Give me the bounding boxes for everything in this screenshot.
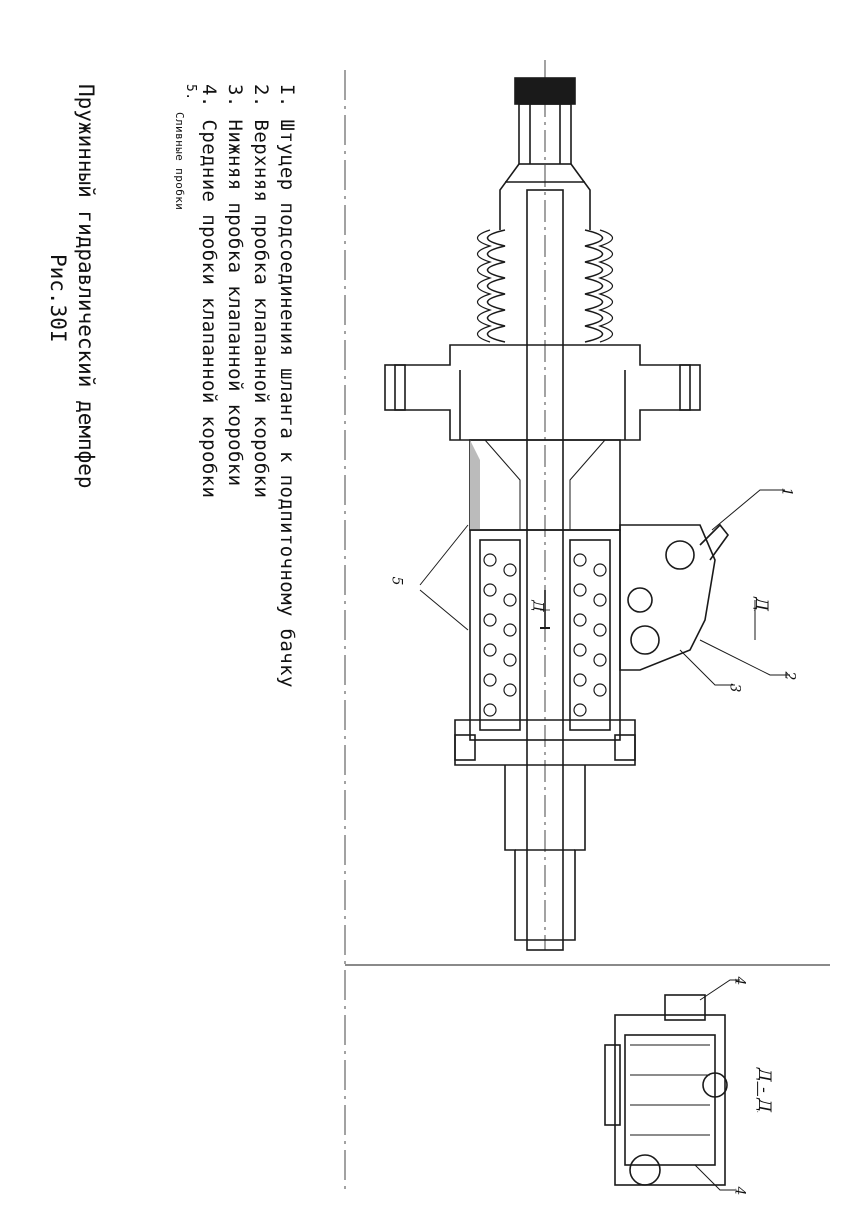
callout-3: 3 <box>726 683 743 693</box>
legend-item-5-text: Сливные пробки <box>173 112 186 211</box>
legend-item-5-number: 5. <box>183 84 198 101</box>
callout-4-bottom: 4 <box>731 1186 748 1196</box>
figure-title: Пружинный гидравлический демпфер <box>74 84 98 489</box>
legend-item-4: 4. Средние пробки клапанной коробки <box>198 84 220 499</box>
section-arrow-label: Д <box>750 597 771 611</box>
callout-2: 2 <box>781 671 798 681</box>
legend-item-2: 2. Верхняя пробка клапанной коробки <box>250 84 272 499</box>
detail-view-label: Д - Д <box>754 1067 775 1113</box>
figure-number: Рис.30I <box>46 254 70 343</box>
callout-4-top: 4 <box>731 976 748 986</box>
callout-5: 5 <box>388 576 405 586</box>
callout-1: 1 <box>778 487 795 497</box>
legend-item-3: 3. Нижняя пробка клапанной коробки <box>224 84 246 487</box>
section-marker-label: Д <box>529 600 546 612</box>
legend-item-1: I. Штуцер подсоединения шланга к подпито… <box>276 84 298 688</box>
